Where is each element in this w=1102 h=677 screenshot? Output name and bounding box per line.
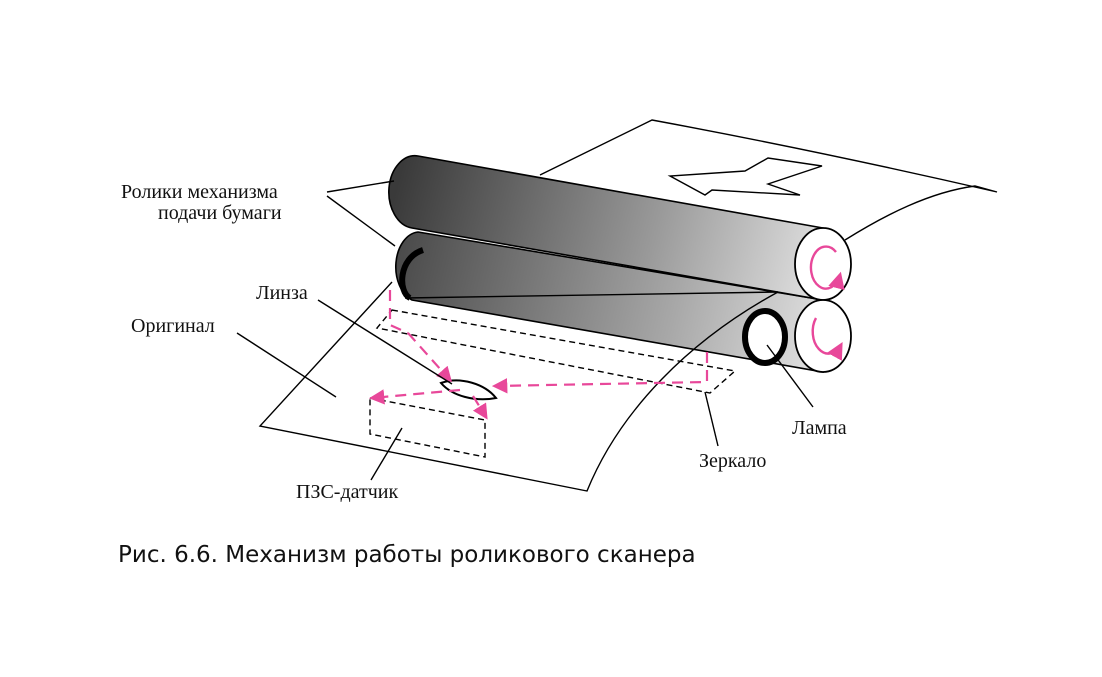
sheet-edge-line xyxy=(404,291,779,299)
lower-rotation-icon xyxy=(811,317,843,361)
lower-roller-near-arc xyxy=(399,247,425,301)
light-path-to-sensor-b xyxy=(472,395,488,420)
lower-roller-end xyxy=(794,299,852,373)
back-paper-sheet xyxy=(539,119,998,241)
feed-direction-arrow-icon xyxy=(667,157,823,196)
lens-icon xyxy=(439,379,498,401)
label-rollers-line2: подачи бумаги xyxy=(158,202,282,224)
label-rollers-line1: Ролики механизма xyxy=(121,181,278,203)
mirror-strip xyxy=(375,309,737,394)
label-mirror: Зеркало xyxy=(699,450,766,472)
lower-roller xyxy=(395,231,824,373)
leader-mirror xyxy=(704,391,719,447)
light-path-to-sensor xyxy=(368,388,461,405)
label-original: Оригинал xyxy=(131,315,215,337)
ccd-sensor-box xyxy=(369,397,486,458)
upper-roller xyxy=(388,154,824,301)
leader-original xyxy=(236,332,337,398)
leader-lamp xyxy=(766,344,814,408)
leader-ccd xyxy=(370,427,403,481)
lamp-icon xyxy=(742,308,788,366)
leader-rollers xyxy=(326,180,396,247)
figure-caption: Рис. 6.6. Механизм работы роликового ска… xyxy=(118,542,696,568)
upper-rotation-icon xyxy=(809,245,845,291)
label-lens: Линза xyxy=(256,282,308,304)
light-path-to-lens xyxy=(407,332,453,383)
light-path-mirror-return xyxy=(491,352,709,394)
original-sheet xyxy=(258,281,779,492)
leader-lens xyxy=(317,299,453,385)
label-lamp: Лампа xyxy=(792,417,847,439)
label-ccd-sensor: ПЗС-датчик xyxy=(296,481,399,503)
